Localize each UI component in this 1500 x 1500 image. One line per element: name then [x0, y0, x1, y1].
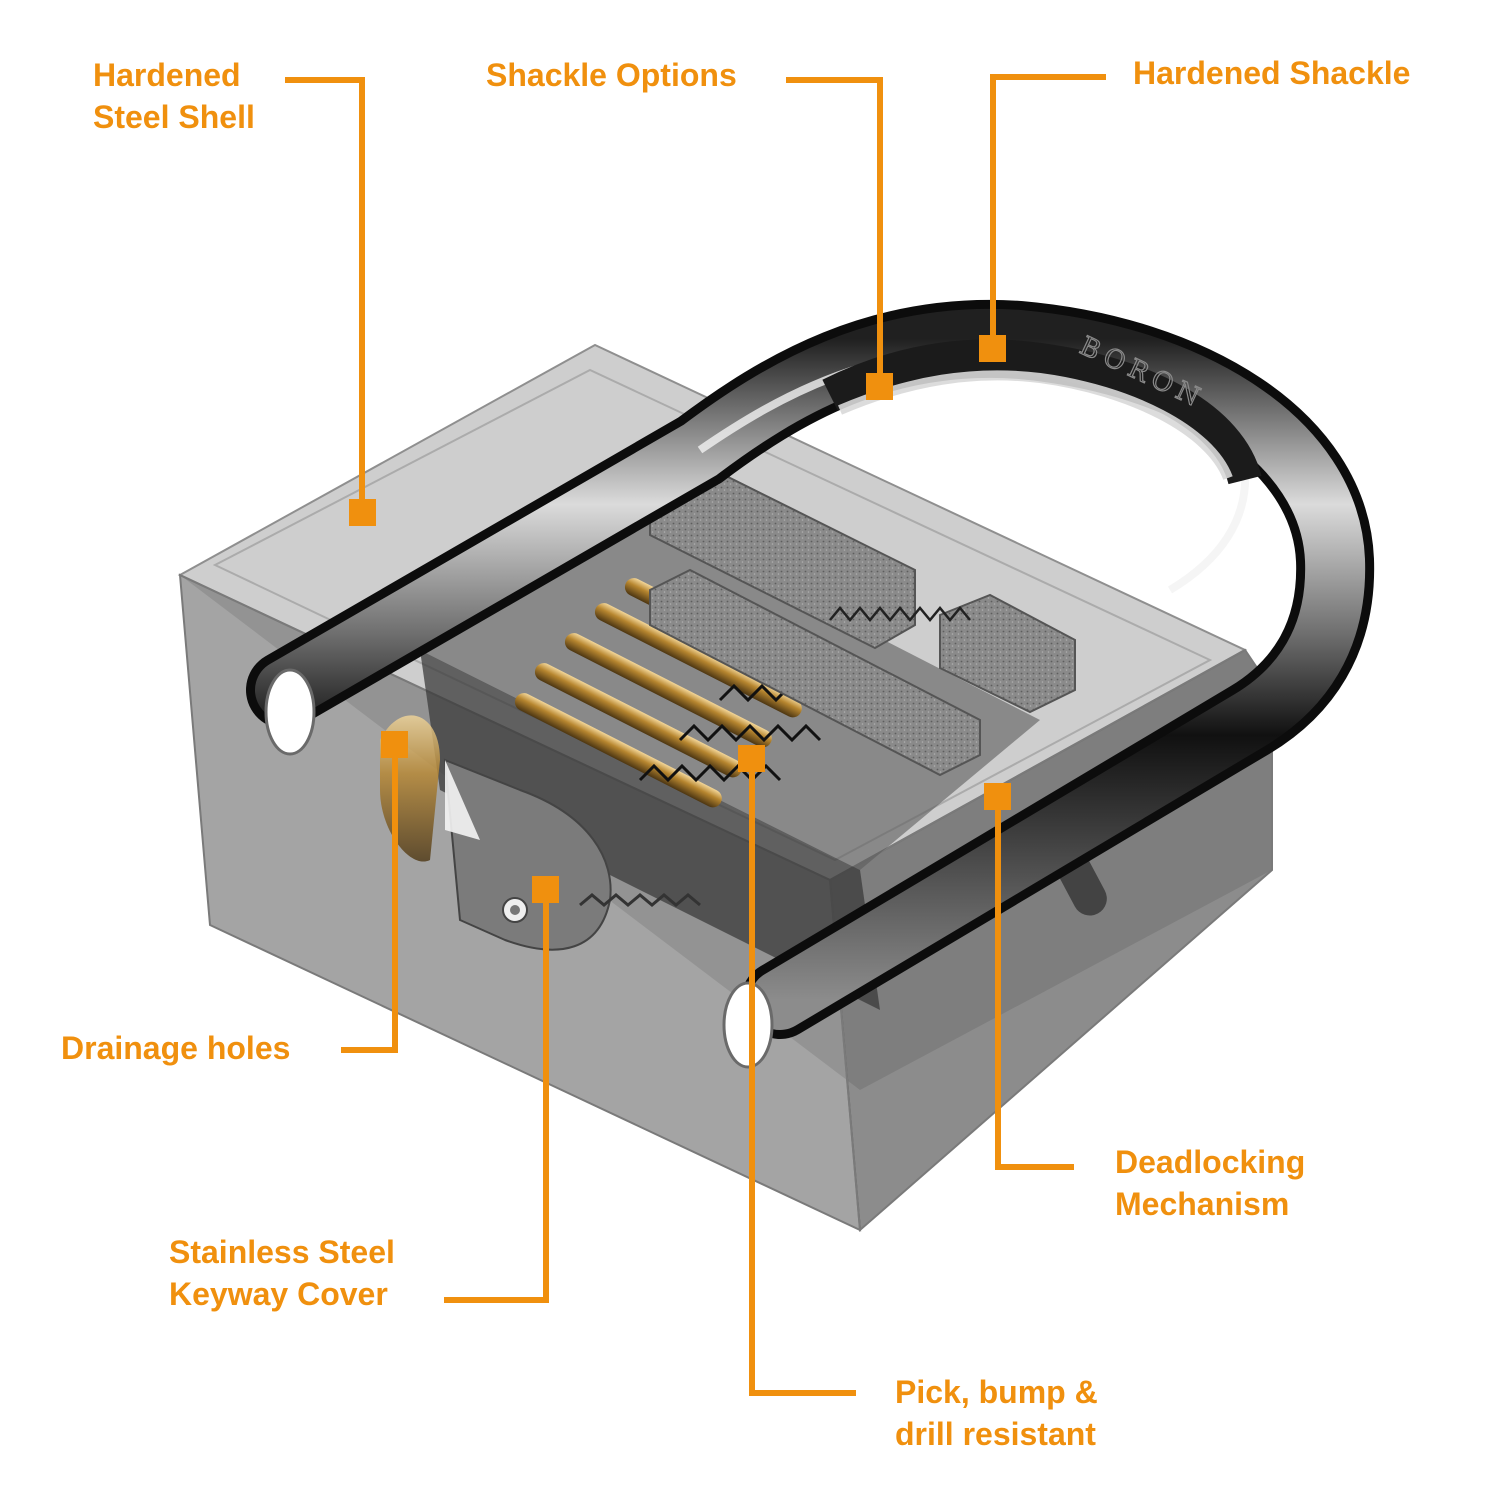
label-line: Hardened Shackle	[1133, 55, 1411, 91]
label-shackle-options: Shackle Options	[486, 54, 737, 96]
label-line: Hardened	[93, 57, 241, 93]
lock-cylinder-housing	[420, 520, 1040, 1010]
marker-pick-bump-drill-resistant	[738, 745, 765, 772]
label-line: Deadlocking	[1115, 1144, 1306, 1180]
label-line: Stainless Steel	[169, 1234, 395, 1270]
marker-drainage-holes	[381, 731, 408, 758]
leader-deadlocking-mechanism	[995, 796, 1074, 1170]
pin-tumblers	[514, 578, 834, 808]
label-line: Shackle Options	[486, 57, 737, 93]
label-line: drill resistant	[895, 1416, 1096, 1452]
label-line: Steel Shell	[93, 99, 255, 135]
callout-leader-lines	[285, 74, 1106, 1396]
label-line: Drainage holes	[61, 1030, 291, 1066]
label-hardened-steel-shell: Hardened Steel Shell	[93, 54, 255, 138]
label-line: Keyway Cover	[169, 1276, 388, 1312]
label-drainage-holes: Drainage holes	[61, 1027, 290, 1069]
marker-deadlocking-mechanism	[984, 783, 1011, 810]
callout-markers	[349, 335, 1011, 903]
label-stainless-steel-keyway-cover: Stainless Steel Keyway Cover	[169, 1231, 395, 1315]
leader-stainless-steel-keyway-cover	[444, 890, 549, 1303]
leader-shackle-options	[786, 77, 883, 386]
label-pick-bump-drill-resistant: Pick, bump & drill resistant	[895, 1371, 1098, 1455]
leader-pick-bump-drill-resistant	[749, 760, 856, 1396]
label-line: Mechanism	[1115, 1186, 1290, 1222]
marker-hardened-steel-shell	[349, 499, 376, 526]
drainage-hole-icons	[264, 668, 774, 1069]
marker-shackle-options	[866, 373, 893, 400]
label-hardened-shackle: Hardened Shackle	[1133, 52, 1410, 94]
label-line: Pick, bump &	[895, 1374, 1098, 1410]
leader-drainage-holes	[341, 744, 398, 1053]
marker-stainless-steel-keyway-cover	[532, 876, 559, 903]
marker-hardened-shackle	[979, 335, 1006, 362]
shackle: BORON	[246, 299, 1375, 1039]
label-deadlocking-mechanism: Deadlocking Mechanism	[1115, 1141, 1305, 1225]
leader-hardened-steel-shell	[285, 77, 365, 512]
deadlock-blocks	[649, 456, 1076, 777]
leader-hardened-shackle	[990, 74, 1106, 347]
